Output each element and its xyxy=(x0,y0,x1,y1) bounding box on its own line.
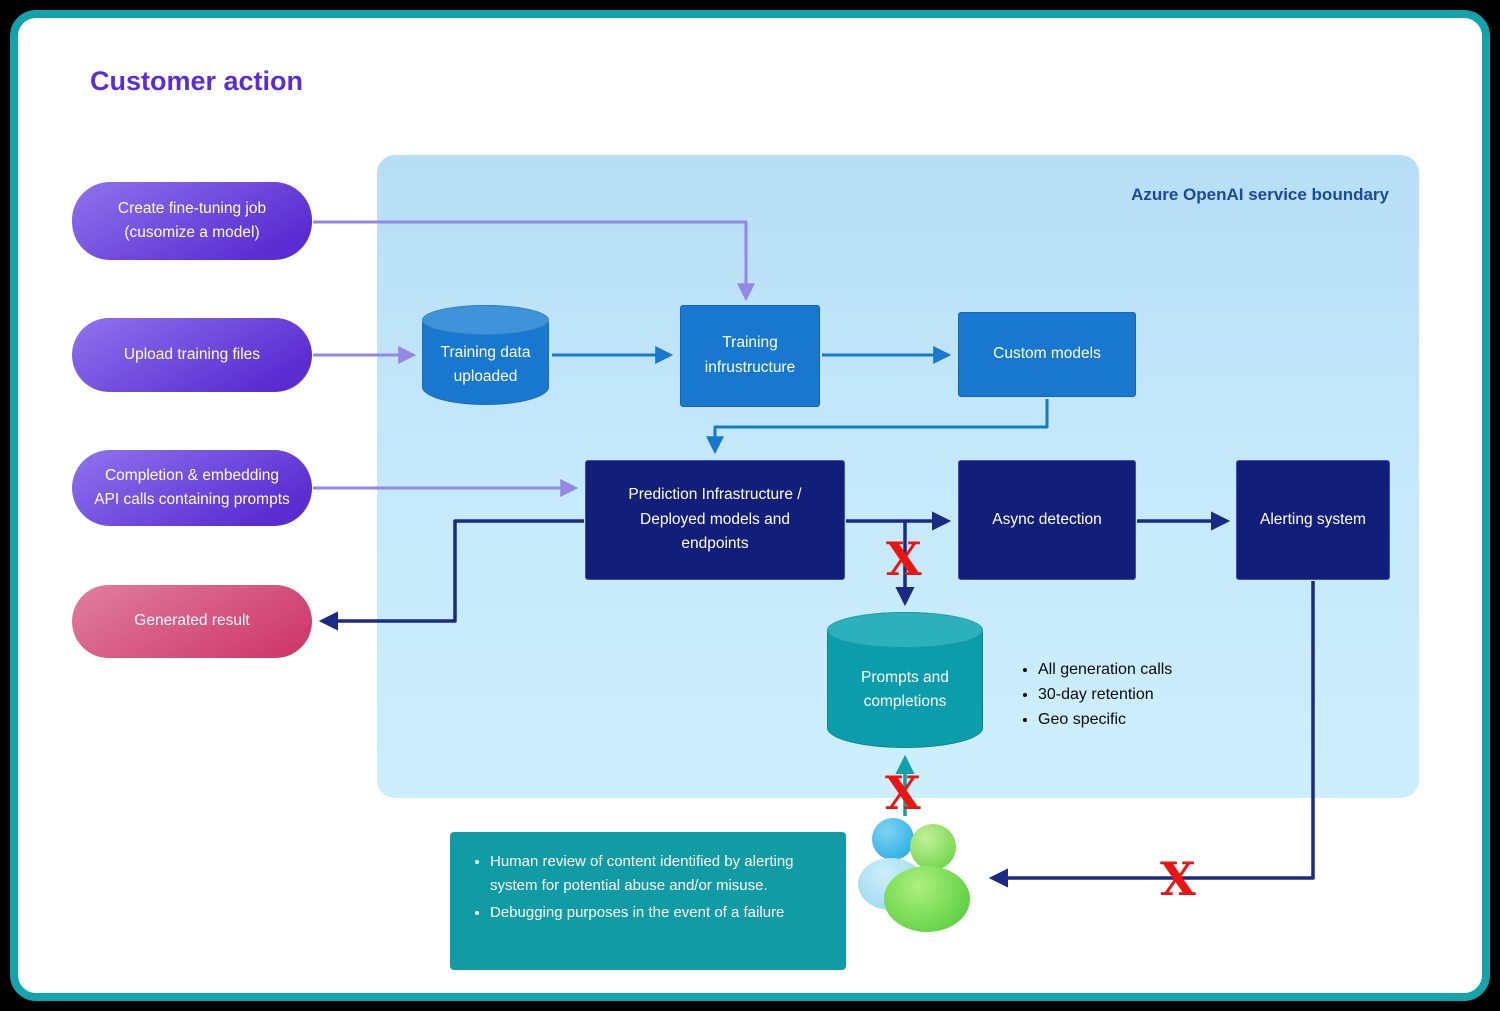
retention-note: 30-day retention xyxy=(1038,683,1172,708)
node-label: Custom models xyxy=(993,345,1101,363)
prompts-completions-store: Prompts and completions xyxy=(827,612,983,748)
person-front-body-icon xyxy=(884,866,970,932)
pill-label: Create fine-tuning job xyxy=(117,199,267,217)
blocked-x-icon: X xyxy=(885,766,921,820)
pill-create-fine-tuning-job: Create fine-tuning job (cusomize a model… xyxy=(72,182,312,260)
node-label: infrustructure xyxy=(704,359,796,376)
pill-label: Generated result xyxy=(134,612,250,630)
node-label: Async detection xyxy=(992,510,1102,528)
pill-label: Completion & embedding xyxy=(104,466,280,484)
node-alerting-system: Alerting system xyxy=(1236,460,1390,580)
node-label: Training xyxy=(722,334,778,352)
pill-label: (cusomize a model) xyxy=(124,224,260,241)
node-label: completions xyxy=(863,693,947,711)
pill-label: Upload training files xyxy=(123,345,261,363)
boundary-label: Azure OpenAI service boundary xyxy=(1131,185,1389,204)
review-note: Human review of content identified by al… xyxy=(490,850,832,898)
cylinder-lid xyxy=(422,305,549,335)
blocked-x-icon: X xyxy=(1160,852,1196,906)
node-label: Prompts and xyxy=(861,669,949,686)
page-title: Customer action xyxy=(90,66,304,96)
person-back-head-icon xyxy=(872,818,914,860)
person-front-head-icon xyxy=(910,824,956,870)
node-training-infrastructure: Training infrustructure xyxy=(680,305,820,407)
node-label: Prediction Infrastructure / Deployed mod… xyxy=(628,485,802,553)
retention-note: Geo specific xyxy=(1038,708,1172,733)
retention-note: All generation calls xyxy=(1038,658,1172,683)
node-prediction-infrastructure: Prediction Infrastructure / Deployed mod… xyxy=(585,460,845,580)
node-async-detection: Async detection xyxy=(958,460,1136,580)
pill-generated-result: Generated result xyxy=(72,585,312,658)
cylinder-lid xyxy=(827,612,983,648)
node-label: uploaded xyxy=(453,368,518,386)
review-note: Debugging purposes in the event of a fai… xyxy=(490,901,832,925)
pill-upload-training-files: Upload training files xyxy=(72,318,312,392)
retention-notes: All generation calls 30-day retention Ge… xyxy=(1016,658,1172,732)
human-reviewers-icon xyxy=(856,818,978,942)
node-label: Alerting system xyxy=(1260,510,1366,528)
pill-label: API calls containing prompts xyxy=(94,491,290,508)
blocked-x-icon: X xyxy=(886,532,922,586)
human-review-box: Human review of content identified by al… xyxy=(450,832,846,970)
node-custom-models: Custom models xyxy=(958,312,1136,397)
node-label: Training data xyxy=(440,344,531,361)
pill-completion-embedding-api-calls: Completion & embedding API calls contain… xyxy=(72,450,312,526)
training-data-store: Training data uploaded xyxy=(422,305,549,405)
